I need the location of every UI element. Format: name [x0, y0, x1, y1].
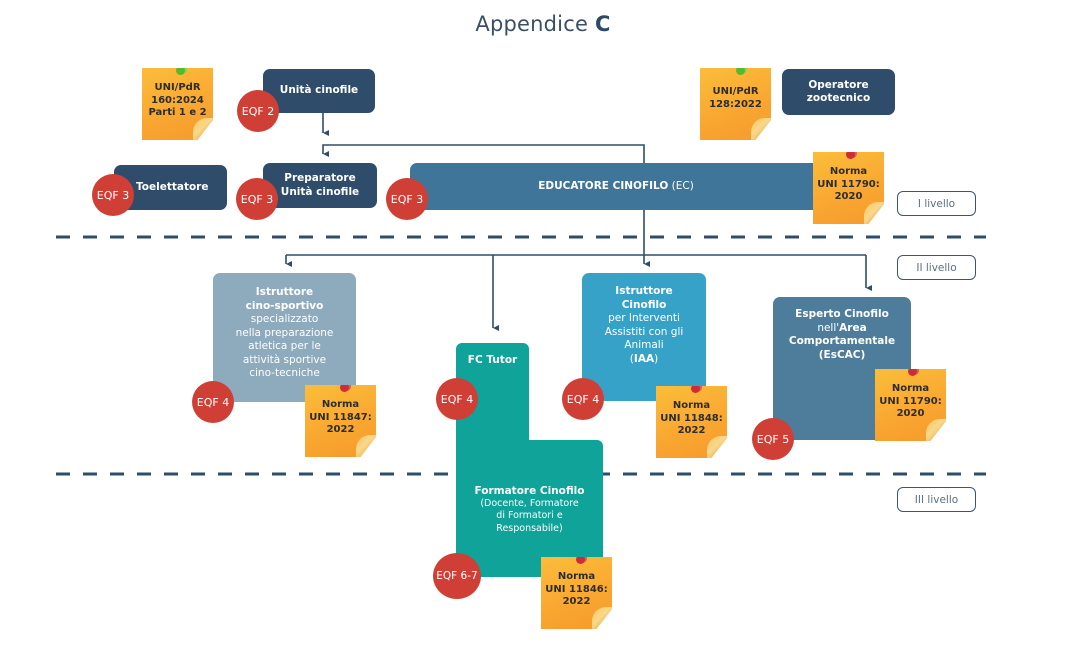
node-label-line: specializzato [250, 313, 319, 325]
sticky-line: UNI 11846: [545, 583, 608, 595]
sticky-note-uni-11790-escac: Norma UNI 11790: 2020 [875, 369, 946, 441]
eqf-badge: EQF 4 [436, 378, 478, 420]
node-label-line: Cinofilo [621, 298, 667, 311]
sticky-line: Norma [672, 400, 711, 411]
sticky-line: 2020 [834, 191, 863, 202]
node-label-line: cino-sportivo [245, 299, 324, 312]
node-label: FC Tutor [467, 354, 518, 366]
sticky-line: Norma [557, 571, 596, 582]
node-label-line: Responsabile) [496, 522, 563, 534]
sticky-line: UNI 11790: [817, 178, 880, 190]
node-label-suffix: (EC) [668, 179, 694, 192]
node-label-line: Istruttore [255, 286, 314, 298]
eqf-badge: EQF 3 [236, 178, 278, 220]
pushpin-icon [846, 152, 855, 159]
node-label-block: Formatore Cinofilo (Docente, Formatore d… [456, 485, 603, 535]
sticky-note-uni-11848: Norma UNI 11848: 2022 [656, 386, 727, 458]
sticky-line: Norma [321, 399, 360, 410]
node-label-part: Area [839, 321, 867, 334]
node-preparatore-unita-cinofile: Preparatore Unità cinofile [263, 163, 377, 208]
node-label-line: Operatore [808, 78, 869, 91]
eqf-badge: EQF 6-7 [433, 553, 481, 599]
sticky-line: Norma [891, 383, 930, 394]
node-label-line: Istruttore [615, 285, 673, 297]
sticky-line: 2020 [896, 408, 925, 419]
sticky-note-uni-11790-ec: Norma UNI 11790: 2020 [813, 152, 884, 224]
node-label-line: cino-tecniche [249, 367, 320, 379]
node-label-line: (EsCAC) [818, 348, 866, 361]
node-formatore-cinofilo: Formatore Cinofilo (Docente, Formatore d… [456, 440, 603, 577]
title-letter: C [594, 12, 611, 36]
node-label-line: Preparatore [284, 172, 356, 184]
sticky-line: UNI/PdR [154, 82, 201, 93]
node-label-line: (IAA) [630, 353, 658, 367]
node-label-line: Comportamentale [788, 335, 896, 347]
sticky-line: UNI 11790: [879, 395, 942, 407]
sticky-line: UNI/PdR [712, 86, 759, 97]
node-label-line: nella preparazione [235, 326, 334, 339]
sticky-line: 128:2022 [709, 98, 762, 110]
sticky-line: UNI 11847: [309, 411, 372, 423]
node-label-line: Unità cinofile [280, 185, 360, 198]
sticky-note-pdr-160: UNI/PdR 160:2024 Parti 1 e 2 [142, 68, 213, 140]
eqf-badge: EQF 2 [237, 90, 279, 132]
node-istruttore-cinofilo-iaa: Istruttore Cinofilo per Interventi Assis… [582, 273, 706, 401]
node-unita-cinofile: Unità cinofile [263, 69, 375, 113]
node-label-line: per Interventi [608, 312, 680, 324]
node-label: EDUCATORE CINOFILO (EC) [538, 180, 694, 194]
eqf-badge: EQF 5 [752, 418, 794, 460]
node-label-line: Assistiti con gli [604, 325, 684, 338]
pushpin-icon [736, 68, 745, 75]
node-label-part: nell' [817, 321, 840, 334]
node-label: Unità cinofile [279, 84, 359, 97]
pushpin-icon [576, 557, 585, 564]
node-educatore-cinofilo: EDUCATORE CINOFILO (EC) [410, 163, 822, 210]
paren: ( [629, 352, 634, 365]
node-abbr: IAA [633, 352, 655, 365]
level-badge-1: I livello [897, 191, 976, 216]
sticky-line: 160:2024 [151, 94, 204, 106]
node-label-line: (Docente, Formatore [480, 497, 579, 509]
eqf-badge: EQF 4 [192, 381, 234, 423]
node-label-line: atletica per le [248, 340, 321, 352]
title-text: Appendice [475, 12, 589, 36]
page-title: Appendice C [0, 12, 1086, 36]
sticky-line: 2022 [562, 596, 591, 607]
paren: ) [654, 352, 659, 365]
node-label-line: Formatore Cinofilo [474, 485, 585, 497]
node-operatore-zootecnico: Operatore zootecnico [782, 69, 895, 115]
connector-to-preparatore [322, 144, 645, 163]
pushpin-icon [691, 386, 700, 393]
pushpin-icon [176, 68, 185, 75]
node-label-line: Esperto Cinofilo [795, 308, 889, 320]
eqf-badge: EQF 3 [386, 178, 428, 220]
sticky-line: Parti 1 e 2 [148, 107, 207, 118]
node-label: Toelettatore [136, 180, 209, 193]
eqf-badge: EQF 3 [92, 174, 134, 216]
node-label-line: attività sportive [242, 353, 327, 366]
sticky-note-uni-11847: Norma UNI 11847: 2022 [305, 385, 376, 457]
pushpin-icon [908, 369, 917, 376]
node-label-line: Animali [624, 339, 664, 351]
level-badge-2: II livello [897, 255, 976, 280]
node-label-line: zootecnico [806, 92, 871, 104]
sticky-line: UNI 11848: [660, 412, 723, 424]
sticky-line: Norma [829, 166, 868, 177]
node-istruttore-cino-sportivo: Istruttore cino-sportivo specializzato n… [213, 273, 356, 402]
level-badge-3: III livello [897, 487, 976, 512]
eqf-badge: EQF 4 [562, 378, 604, 420]
node-label-line: nell'Area [817, 322, 866, 336]
sticky-line: 2022 [677, 425, 706, 436]
node-label-bold: EDUCATORE CINOFILO [538, 179, 669, 192]
sticky-note-pdr-128: UNI/PdR 128:2022 [700, 68, 771, 140]
sticky-line: 2022 [326, 424, 355, 435]
node-label-line: di Formatori e [496, 510, 563, 521]
sticky-note-uni-11846: Norma UNI 11846: 2022 [541, 557, 612, 629]
pushpin-icon [340, 385, 349, 392]
